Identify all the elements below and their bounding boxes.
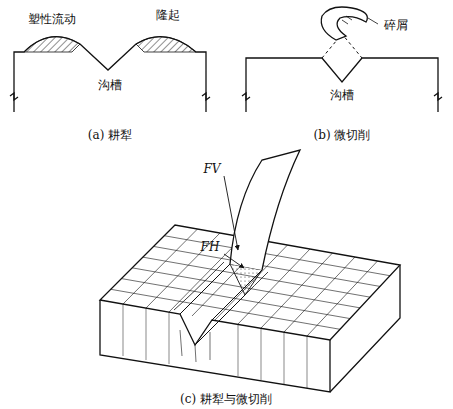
ridge-label: 隆起	[155, 9, 181, 22]
grid-line	[154, 246, 380, 286]
panel-caption: (a) 耕犁	[87, 129, 133, 142]
debris-label: 碎屑	[383, 19, 409, 32]
grid-line	[284, 257, 355, 332]
force-label: FH	[200, 241, 221, 254]
grid-line	[164, 236, 390, 276]
flow-label: 塑性流动	[27, 13, 77, 26]
grid-line	[238, 324, 239, 376]
grid-line	[284, 332, 285, 384]
grid-line	[261, 253, 333, 328]
microcutting-panel	[242, 7, 442, 112]
panel-caption: (c) 耕犁与微切削	[179, 393, 273, 406]
grid-line	[111, 289, 340, 329]
grid-line	[307, 261, 378, 336]
groove-label: 沟槽	[329, 89, 355, 102]
groove-label: 沟槽	[97, 79, 123, 92]
grid-line	[121, 279, 350, 319]
combined-3d-block	[100, 150, 400, 392]
grid-line	[307, 336, 308, 388]
grid-line	[146, 233, 220, 308]
ploughing-panel	[10, 37, 210, 112]
front-grid	[123, 304, 307, 388]
grid-line	[123, 304, 124, 356]
panel-caption: (b) 微切削	[313, 129, 372, 142]
grid-line	[261, 328, 262, 380]
grid-line	[169, 312, 170, 364]
force-label: FV	[203, 163, 222, 176]
grid-line	[146, 308, 147, 360]
